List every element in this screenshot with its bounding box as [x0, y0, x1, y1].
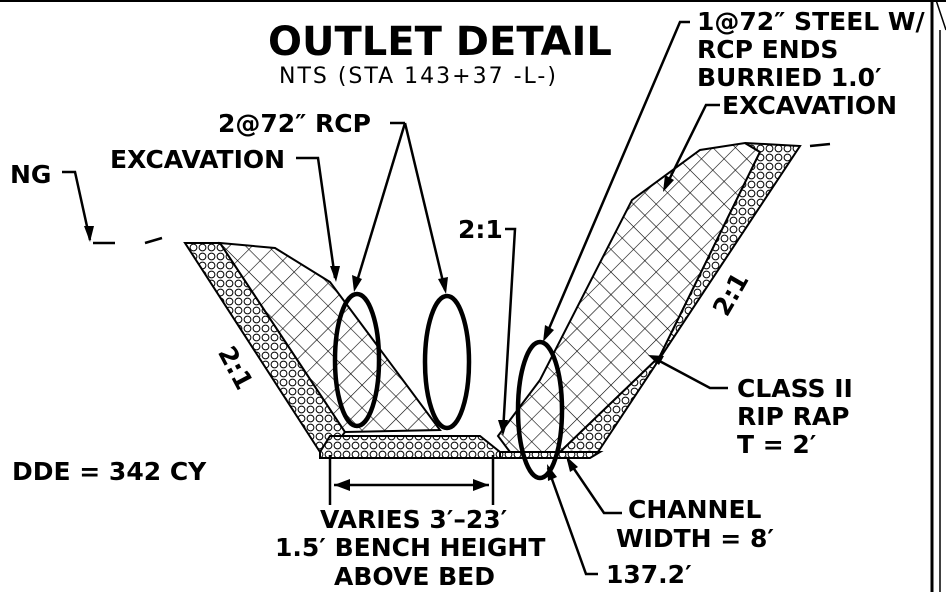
leader-excavation-left [296, 156, 337, 279]
label-elevation: 137.2′ [606, 560, 692, 589]
label-steel-1: 1@72″ STEEL W/ [697, 7, 925, 36]
border-tick [935, 0, 946, 31]
label-dde: DDE = 342 CY [12, 457, 207, 486]
arrow-channel [566, 456, 578, 472]
label-channel-2: WIDTH = 8′ [616, 524, 774, 553]
label-steel-2: RCP ENDS [697, 35, 838, 64]
bench-arrow-left [334, 479, 350, 491]
excavation-left [218, 241, 442, 434]
arrow-excavation-right [663, 175, 674, 192]
label-riprap-2: RIP RAP [737, 402, 850, 431]
arrow-riprap [648, 355, 664, 365]
label-riprap-1: CLASS II [737, 374, 853, 403]
label-rcp-pair: 2@72″ RCP [218, 109, 371, 138]
detail-subtitle: NTS (STA 143+37 -L-) [279, 64, 558, 89]
leader-rcp-2 [403, 122, 447, 291]
label-bench-2: 1.5′ BENCH HEIGHT [275, 533, 545, 562]
ground-line-left-2 [144, 236, 163, 245]
label-riprap-3: T = 2′ [737, 430, 816, 459]
arrow-excavation-left [330, 266, 340, 282]
arrow-slope-center [498, 420, 508, 436]
riprap-bottom [319, 435, 501, 459]
leader-steel [543, 20, 690, 339]
steel-pipe [515, 339, 565, 481]
arrow-rcp-1 [352, 275, 362, 292]
leader-ng [62, 170, 92, 241]
label-excavation-left: EXCAVATION [110, 145, 285, 174]
leader-rcp-1 [353, 122, 407, 289]
ground-line-right [809, 142, 831, 148]
rcp-pipe-2 [422, 293, 472, 431]
label-channel-1: CHANNEL [628, 495, 762, 524]
label-bench-3: ABOVE BED [334, 562, 495, 591]
rcp-pipe-1 [332, 291, 382, 429]
arrow-ng [84, 226, 94, 242]
leader-excavation-right [663, 103, 720, 189]
leader-riprap [651, 355, 728, 390]
leader-channel [566, 459, 622, 515]
label-slope-center: 2:1 [458, 215, 503, 244]
arrow-steel [543, 325, 554, 342]
label-slope-left: 2:1 [212, 341, 259, 394]
arrow-rcp-2 [438, 277, 448, 294]
label-excavation-right: EXCAVATION [722, 91, 897, 120]
riprap-right [557, 142, 802, 453]
leader-elevation [546, 467, 598, 576]
label-steel-3: BURRIED 1.0′ [697, 63, 882, 92]
label-bench-1: VARIES 3′–23′ [320, 505, 507, 534]
bench-arrow-right [473, 479, 489, 491]
detail-title: OUTLET DETAIL [268, 19, 612, 65]
label-ng: NG [10, 160, 51, 189]
leader-slope-center [501, 227, 517, 433]
arrow-elevation [547, 464, 557, 481]
